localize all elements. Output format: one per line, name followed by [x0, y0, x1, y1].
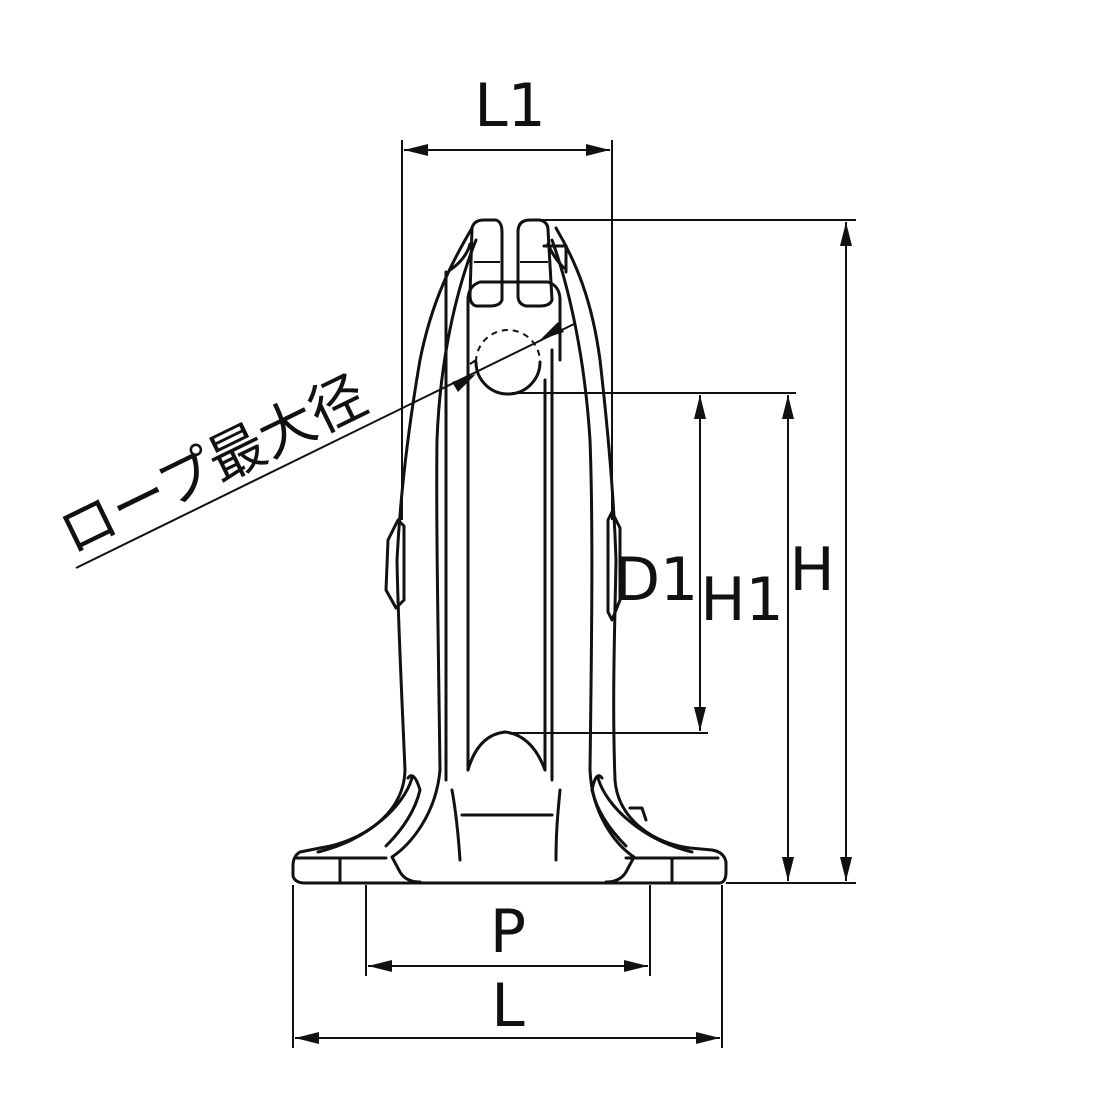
label-H: H [789, 535, 834, 605]
rope-circle [469, 329, 542, 396]
dimension-D1: D1 [512, 395, 708, 734]
label-D1: D1 [614, 545, 698, 615]
label-P: P [490, 897, 526, 967]
label-L: L [491, 971, 525, 1041]
label-H1: H1 [700, 565, 783, 635]
rope-diameter-leader: ロープ最大径 [50, 322, 575, 569]
dimension-H: H [540, 219, 856, 884]
dimension-H1: H1 [512, 392, 796, 881]
block-body [291, 218, 728, 885]
label-rope-max-diameter: ロープ最大径 [50, 363, 377, 567]
dimension-P: P [365, 885, 651, 976]
dimension-L: L [292, 885, 723, 1048]
label-L1: L1 [474, 71, 546, 141]
dimension-L1: L1 [401, 71, 613, 520]
